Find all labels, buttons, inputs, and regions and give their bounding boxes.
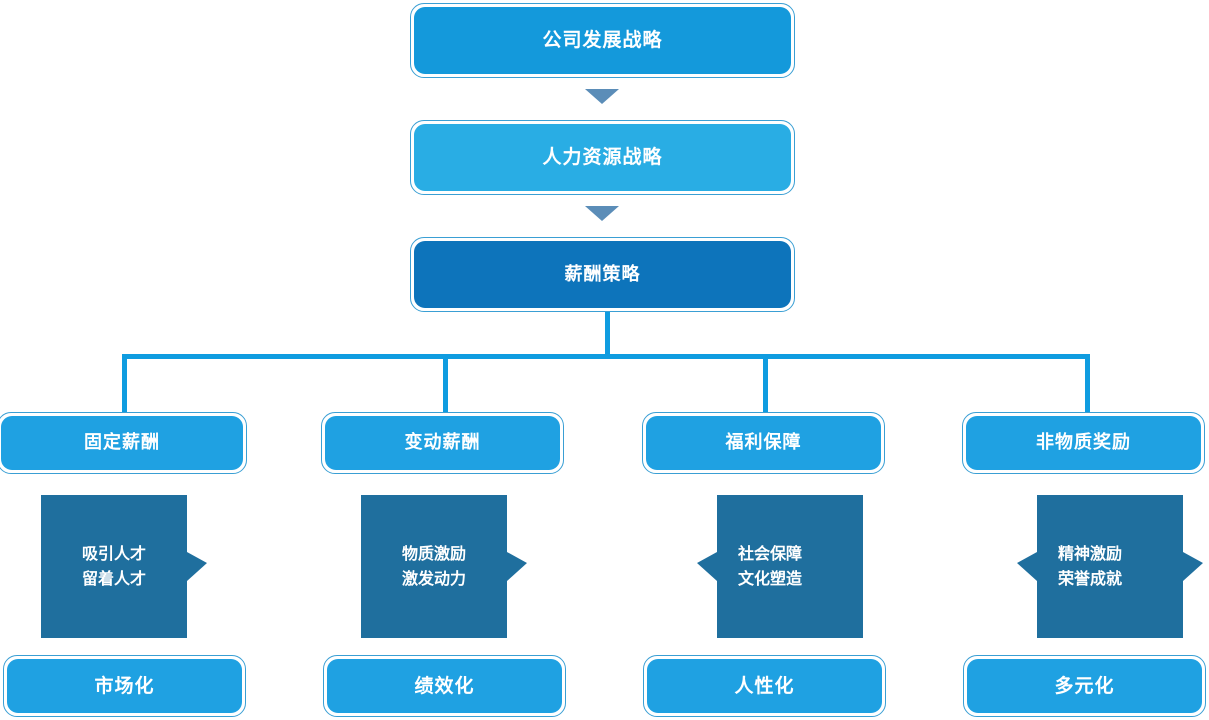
node-company-strategy-label: 公司发展战略 (414, 7, 791, 74)
node-leaf-fixed-pay[interactable]: 市场化 (3, 655, 246, 717)
connector-drop-4 (1085, 354, 1090, 414)
node-leaf-variable-pay[interactable]: 绩效化 (323, 655, 566, 717)
node-category-non-material[interactable]: 非物质奖励 (962, 412, 1205, 474)
connector-drop-2 (443, 354, 448, 414)
node-category-fixed-pay[interactable]: 固定薪酬 (0, 412, 247, 474)
node-hr-strategy-label: 人力资源战略 (414, 124, 791, 191)
node-category-fixed-pay-label: 固定薪酬 (1, 416, 243, 470)
callout-benefits: 社会保障 文化塑造 (697, 495, 863, 638)
node-category-non-material-label: 非物质奖励 (966, 416, 1201, 470)
node-comp-strategy-label: 薪酬策略 (414, 241, 791, 308)
node-leaf-fixed-pay-label: 市场化 (7, 659, 242, 713)
node-hr-strategy[interactable]: 人力资源战略 (410, 120, 795, 195)
connector-drop-1 (122, 354, 127, 414)
node-comp-strategy[interactable]: 薪酬策略 (410, 237, 795, 312)
chevron-down-icon-2 (585, 206, 619, 221)
connector-bus (122, 354, 1090, 359)
node-leaf-variable-pay-label: 绩效化 (327, 659, 562, 713)
callout-variable-pay: 物质激励 激发动力 (361, 495, 527, 638)
node-category-variable-pay-label: 变动薪酬 (325, 416, 560, 470)
node-category-benefits[interactable]: 福利保障 (642, 412, 885, 474)
node-leaf-non-material-label: 多元化 (967, 659, 1202, 713)
node-leaf-benefits[interactable]: 人性化 (643, 655, 886, 717)
connector-stem (605, 312, 610, 359)
chevron-down-icon-1 (585, 89, 619, 104)
node-leaf-non-material[interactable]: 多元化 (963, 655, 1206, 717)
node-category-benefits-label: 福利保障 (646, 416, 881, 470)
connector-drop-3 (763, 354, 768, 414)
node-category-variable-pay[interactable]: 变动薪酬 (321, 412, 564, 474)
node-company-strategy[interactable]: 公司发展战略 (410, 3, 795, 78)
node-leaf-benefits-label: 人性化 (647, 659, 882, 713)
callout-non-material: 精神激励 荣誉成就 (1017, 495, 1203, 638)
callout-fixed-pay: 吸引人才 留着人才 (41, 495, 207, 638)
